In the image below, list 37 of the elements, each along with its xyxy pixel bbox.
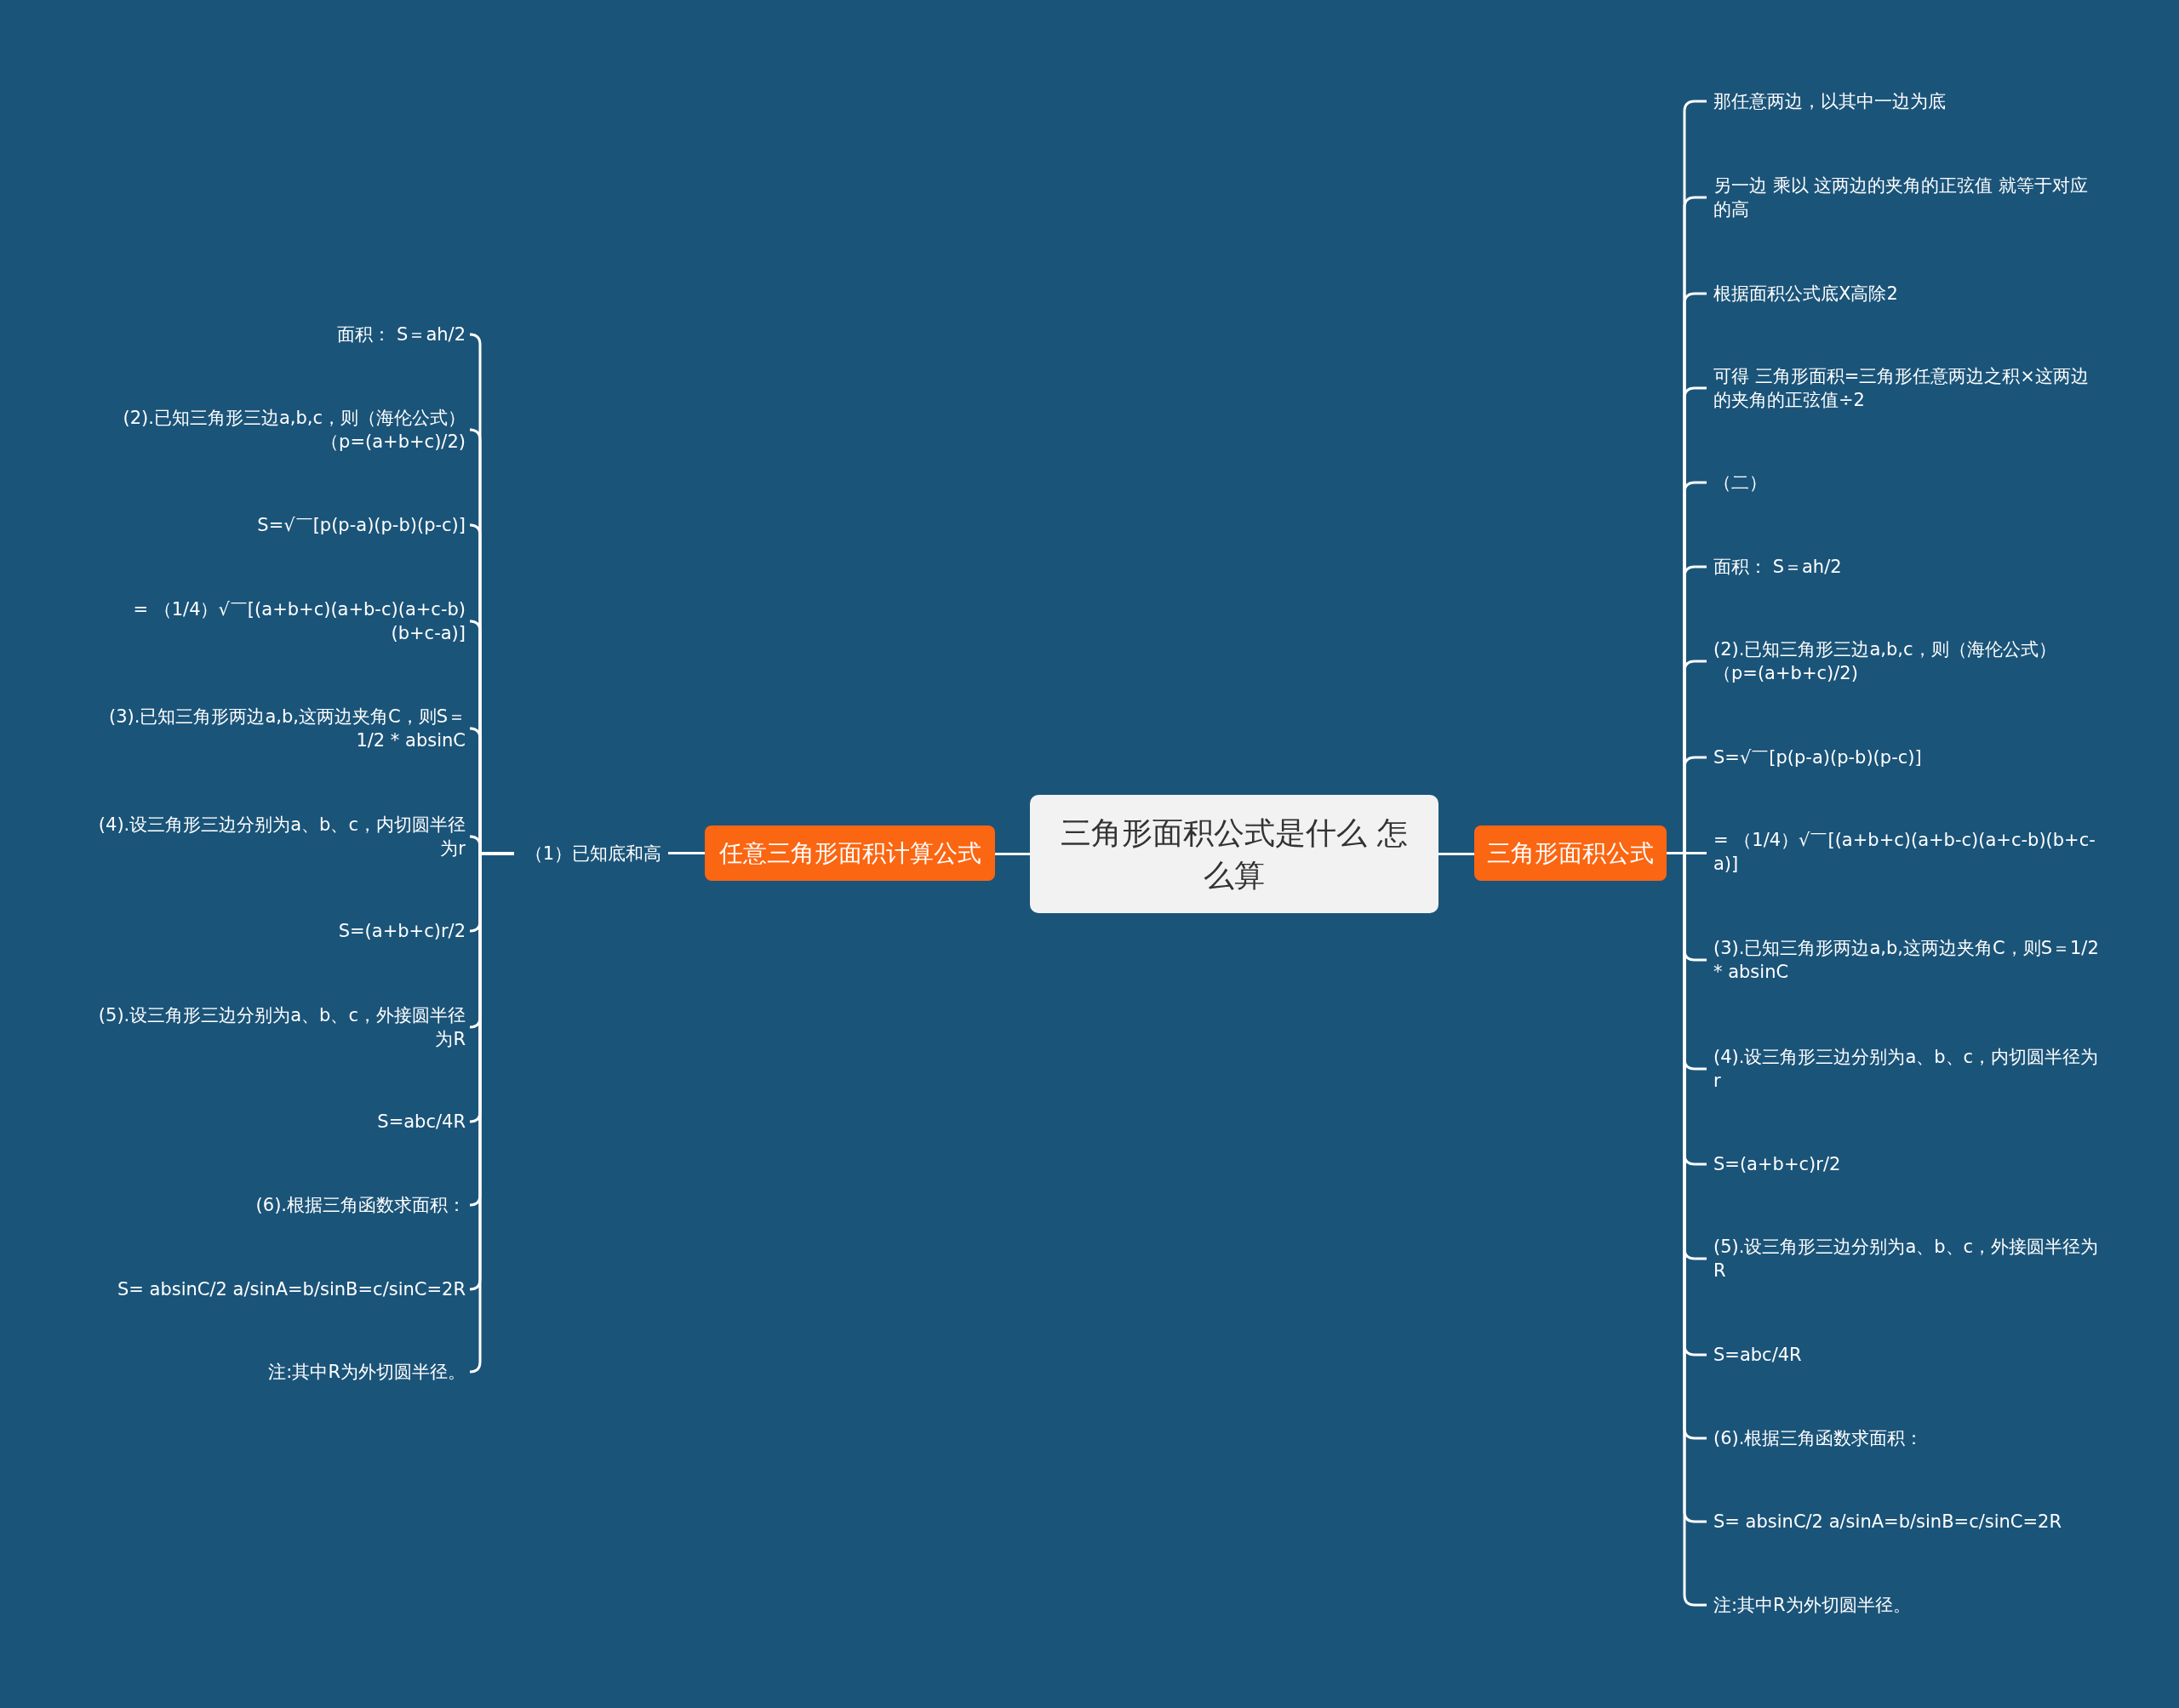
topic-text: 注:其中R为外切圆半径。	[258, 1360, 472, 1384]
connector-line	[1438, 853, 1474, 855]
topic-text: 根据面积公式底X高除2	[1707, 282, 1908, 306]
topic-text: （1）已知底和高	[514, 842, 668, 865]
topic-text: 可得 三角形面积=三角形任意两边之积×这两边的夹角的正弦值÷2	[1707, 364, 2099, 412]
topic-text: (2).已知三角形三边a,b,c，则（海伦公式）（p=(a+b+c)/2)	[1707, 637, 2067, 685]
topic-text: = （1/4）√￣[(a+b+c)(a+b-c)(a+c-b)(b+c-a)]	[1707, 828, 2106, 876]
topic-text: 那任意两边，以其中一边为底	[1707, 89, 1956, 113]
topic-text: S=(a+b+c)r/2	[328, 919, 472, 943]
connector-line	[468, 852, 514, 1374]
topic-text: S=abc/4R	[1707, 1343, 1812, 1367]
connector-line	[995, 853, 1030, 855]
topic-text: (3).已知三角形两边a,b,这两边夹角C，则S＝1/2 * absinC	[99, 705, 472, 752]
topic-text: 另一边 乘以 这两边的夹角的正弦值 就等于对应的高	[1707, 174, 2099, 221]
topic-text: S= absinC/2 a/sinA=b/sinB=c/sinC=2R	[106, 1277, 472, 1301]
connector-line	[668, 852, 705, 854]
topic-text: (5).设三角形三边分别为a、b、c，外接圆半径为R	[1707, 1235, 2109, 1282]
topic-text: (6).根据三角函数求面积：	[1707, 1426, 1934, 1450]
topic-text: (6).根据三角函数求面积：	[245, 1193, 472, 1217]
topic-text: (5).设三角形三边分别为a、b、c，外接圆半径为R	[88, 1003, 472, 1051]
topic-text: (4).设三角形三边分别为a、b、c，内切圆半径为r	[88, 813, 472, 860]
topic-text: (3).已知三角形两边a,b,这两边夹角C，则S＝1/2 * absinC	[1707, 936, 2109, 984]
topic-text: S=√￣[p(p-a)(p-b)(p-c)]	[1707, 745, 1932, 769]
topic-text: （二）	[1707, 471, 1777, 494]
topic-box: 三角形面积公式	[1474, 825, 1667, 881]
topic-text: S=(a+b+c)r/2	[1707, 1152, 1851, 1176]
topic-text: (4).设三角形三边分别为a、b、c，内切圆半径为r	[1707, 1045, 2109, 1093]
topic-text: S= absinC/2 a/sinA=b/sinB=c/sinC=2R	[1707, 1510, 2073, 1534]
topic-text: 面积： S＝ah/2	[327, 323, 472, 346]
topic-text: 面积： S＝ah/2	[1707, 555, 1852, 579]
topic-text: 注:其中R为外切圆半径。	[1707, 1593, 1921, 1617]
topic-text: (2).已知三角形三边a,b,c，则（海伦公式）（p=(a+b+c)/2)	[112, 406, 472, 454]
topic-text: S=abc/4R	[367, 1110, 472, 1134]
topic-text: = （1/4）√￣[(a+b+c)(a+b-c)(a+c-b)(b+c-a)]	[123, 597, 472, 645]
topic-text: S=√￣[p(p-a)(p-b)(p-c)]	[247, 513, 472, 537]
central-topic-box: 三角形面积公式是什么 怎么算	[1030, 795, 1438, 913]
topic-box: 任意三角形面积计算公式	[705, 825, 995, 881]
